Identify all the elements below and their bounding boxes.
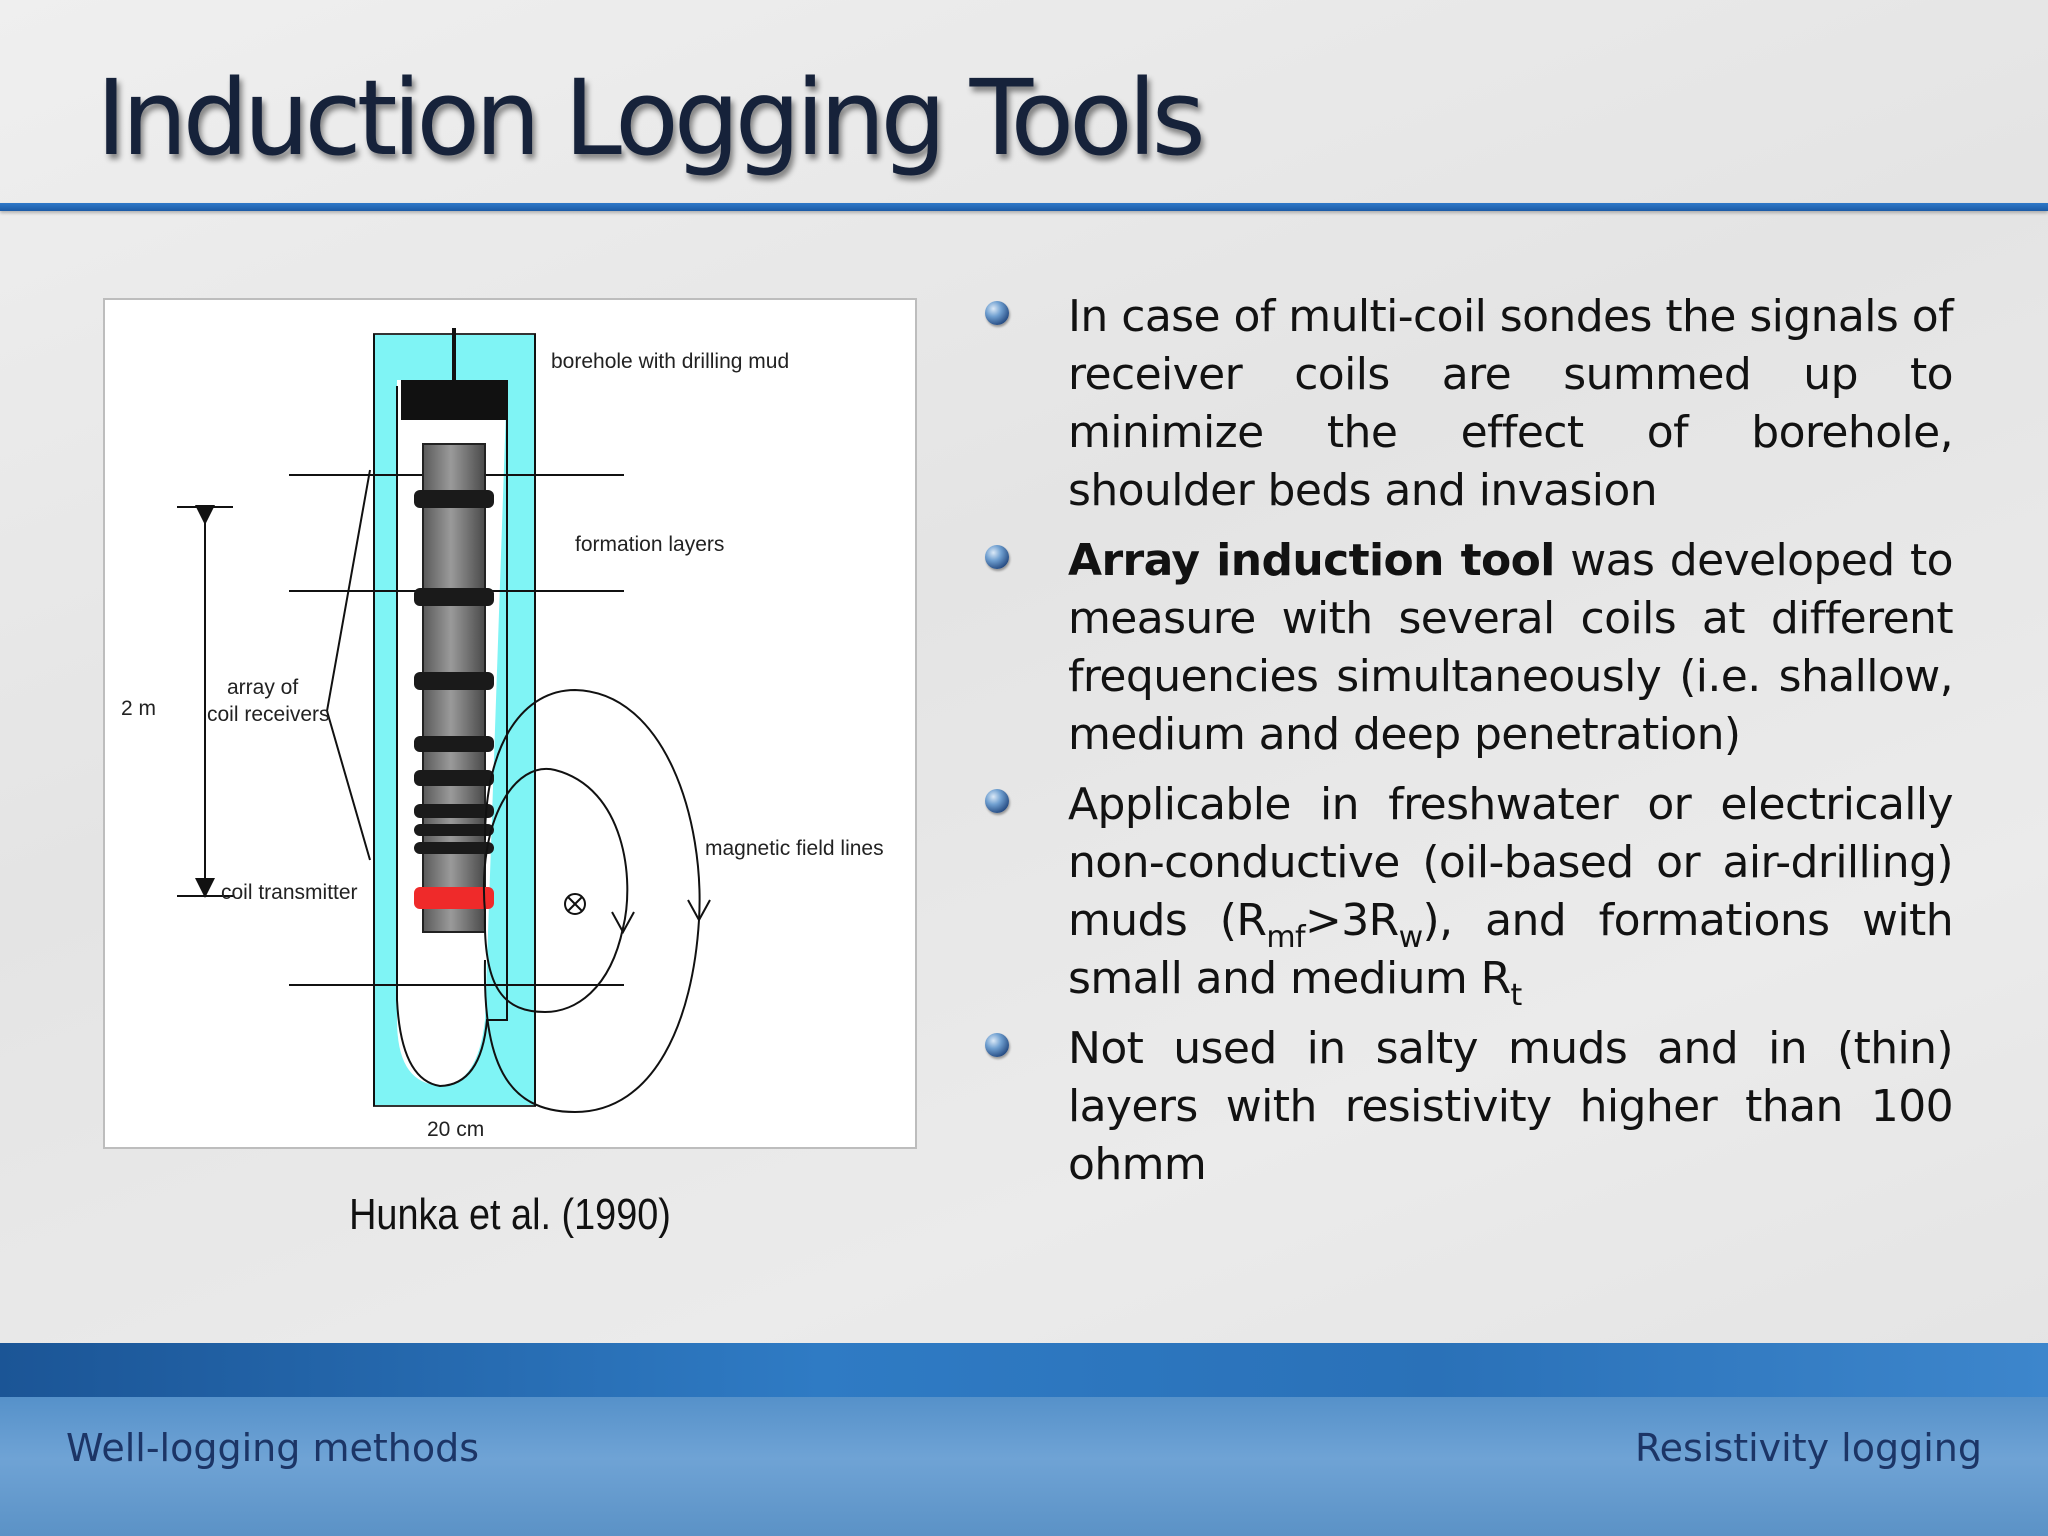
transmitter-coil bbox=[414, 887, 494, 909]
bullet-text: Not used in salty muds and in (thin) lay… bbox=[1068, 1023, 1954, 1190]
bullet-item: Applicable in freshwater or electrically… bbox=[985, 776, 1954, 1011]
label-transmitter: coil transmitter bbox=[221, 881, 358, 904]
label-diameter: 20 cm bbox=[427, 1118, 484, 1141]
footer-right-text: Resistivity logging bbox=[1634, 1426, 1982, 1470]
bullet-icon bbox=[985, 789, 1009, 813]
slide-title: Induction Logging Tools bbox=[96, 57, 1206, 179]
bullet-icon bbox=[985, 301, 1009, 325]
receiver-bracket bbox=[325, 469, 371, 861]
bullet-text: was developed to measure with several co… bbox=[1068, 535, 1954, 760]
label-length: 2 m bbox=[121, 697, 156, 720]
receiver-coil bbox=[414, 824, 494, 836]
bullet-text: Applicable in freshwater or electrically… bbox=[1068, 779, 1954, 946]
footer-band bbox=[0, 1343, 2048, 1397]
bullet-text: >3R bbox=[1304, 895, 1399, 946]
bullet-icon bbox=[985, 545, 1009, 569]
bullet-icon bbox=[985, 1033, 1009, 1057]
receiver-coil bbox=[414, 736, 494, 752]
receiver-coil bbox=[414, 770, 494, 786]
current-symbol bbox=[564, 893, 586, 915]
footer-left-text: Well-logging methods bbox=[66, 1426, 479, 1470]
receiver-coil bbox=[414, 804, 494, 818]
field-arrow bbox=[687, 899, 711, 923]
field-arrow bbox=[611, 911, 635, 935]
figure-caption: Hunka et al. (1990) bbox=[349, 1190, 671, 1239]
label-magnetic: magnetic field lines bbox=[705, 837, 884, 860]
footer-bar bbox=[0, 1343, 2048, 1536]
receiver-coil bbox=[414, 672, 494, 690]
bullet-list: In case of multi-coil sondes the signals… bbox=[985, 288, 1954, 1206]
subscript: mf bbox=[1266, 920, 1305, 955]
induction-tool-diagram: borehole with drilling mud formation lay… bbox=[103, 298, 917, 1149]
bullet-bold-term: Array induction tool bbox=[1068, 535, 1555, 586]
bullet-text: In case of multi-coil sondes the signals… bbox=[1068, 291, 1954, 516]
bullet-item: In case of multi-coil sondes the signals… bbox=[985, 288, 1954, 520]
label-formation: formation layers bbox=[575, 533, 724, 556]
title-divider bbox=[0, 203, 2048, 211]
sonde-head bbox=[401, 380, 508, 420]
field-line-inner bbox=[483, 767, 629, 1014]
label-borehole: borehole with drilling mud bbox=[551, 350, 789, 373]
subscript: t bbox=[1510, 978, 1523, 1013]
label-receivers-1: array of bbox=[227, 676, 298, 699]
bullet-item: Array induction tool was developed to me… bbox=[985, 532, 1954, 764]
receiver-coil bbox=[414, 588, 494, 606]
bullet-text: ), and formations with small and medium … bbox=[1068, 895, 1954, 1004]
receiver-coil bbox=[414, 842, 494, 854]
label-receivers-2: coil receivers bbox=[207, 703, 330, 726]
receiver-coil bbox=[414, 490, 494, 508]
subscript: w bbox=[1398, 920, 1424, 955]
bullet-item: Not used in salty muds and in (thin) lay… bbox=[985, 1020, 1954, 1194]
